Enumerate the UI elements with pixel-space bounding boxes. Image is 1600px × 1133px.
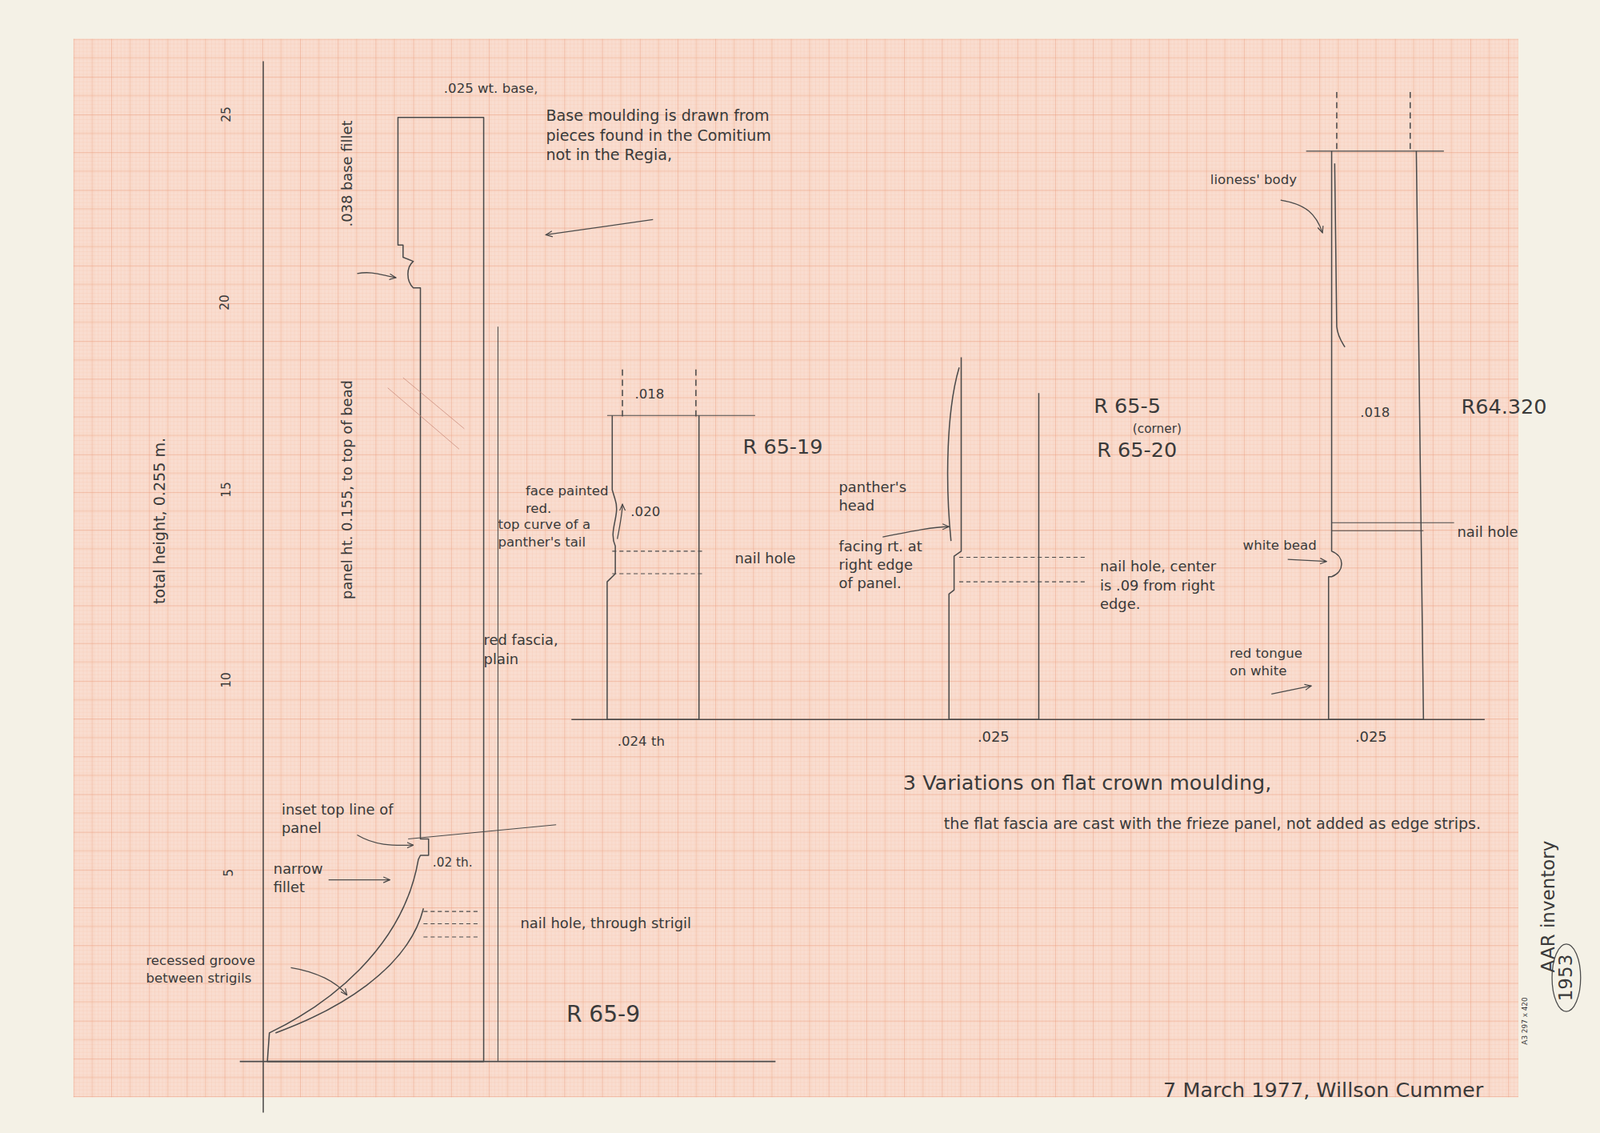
annotation-label: narrow fillet: [273, 859, 351, 897]
annotation-label: AAR inventory: [1536, 840, 1561, 972]
annotation-label: inset top line of panel: [281, 800, 400, 838]
annotation-label: R64.320: [1461, 393, 1548, 420]
annotation-label: face painted red.: [525, 482, 618, 517]
annotation-label: (corner): [1132, 421, 1182, 438]
annotation-label: 1953: [1554, 954, 1579, 1002]
annotation-label: panel ht. 0.155, to top of bead: [337, 380, 356, 600]
annotation-label: 7 March 1977, Willson Cummer: [1163, 1076, 1484, 1104]
annotation-label: red tongue on white: [1229, 644, 1304, 680]
annotation-label: panther's head: [839, 477, 921, 516]
annotation-label: .025 wt. base,: [444, 80, 539, 98]
annotation-label: .018: [634, 385, 664, 404]
annotation-label: lioness' body: [1210, 171, 1297, 189]
annotation-label: R 65-20: [1096, 436, 1177, 464]
annotation-label: nail hole, center is .09 from right edge…: [1100, 556, 1218, 613]
annotation-label: .038 base fillet: [337, 117, 356, 230]
annotation-label: R 65-19: [743, 433, 824, 460]
annotation-label: R 65-9: [566, 1000, 640, 1030]
annotation-label: nail hole, through strigil: [520, 913, 692, 932]
annotation-label: Base moulding is drawn from pieces found…: [545, 106, 776, 166]
annotation-label: .025: [1355, 727, 1388, 746]
annotation-label: R 65-5: [1093, 392, 1161, 420]
annotation-label: 5: [221, 868, 238, 877]
annotation-label: red fascia, plain: [484, 630, 581, 668]
annotation-label: 25: [219, 106, 236, 122]
annotation-label: .025: [977, 727, 1010, 746]
annotation-label: nail hole: [734, 548, 796, 568]
annotation-label: 3 Variations on flat crown moulding,: [903, 769, 1272, 796]
annotation-label: white bead: [1243, 536, 1317, 555]
annotation-label: .02 th.: [432, 855, 473, 872]
annotation-label: .020: [630, 503, 660, 521]
annotation-label: A3 297 x 420: [1520, 996, 1531, 1044]
annotation-label: 20: [217, 294, 234, 310]
annotation-label: total height, 0.255 m.: [150, 436, 171, 604]
annotation-label: the flat fascia are cast with the frieze…: [944, 814, 1496, 835]
annotation-label: recessed groove between strigils: [145, 952, 289, 987]
annotation-label: 10: [219, 672, 236, 688]
annotation-label: nail hole: [1456, 522, 1518, 541]
annotation-label: top curve of a panther's tail: [497, 516, 610, 551]
annotation-label: 15: [219, 481, 236, 497]
annotation-label: .018: [1360, 404, 1390, 422]
annotation-label: facing rt. at right edge of panel.: [839, 536, 926, 593]
annotation-label: .024 th: [617, 732, 665, 751]
